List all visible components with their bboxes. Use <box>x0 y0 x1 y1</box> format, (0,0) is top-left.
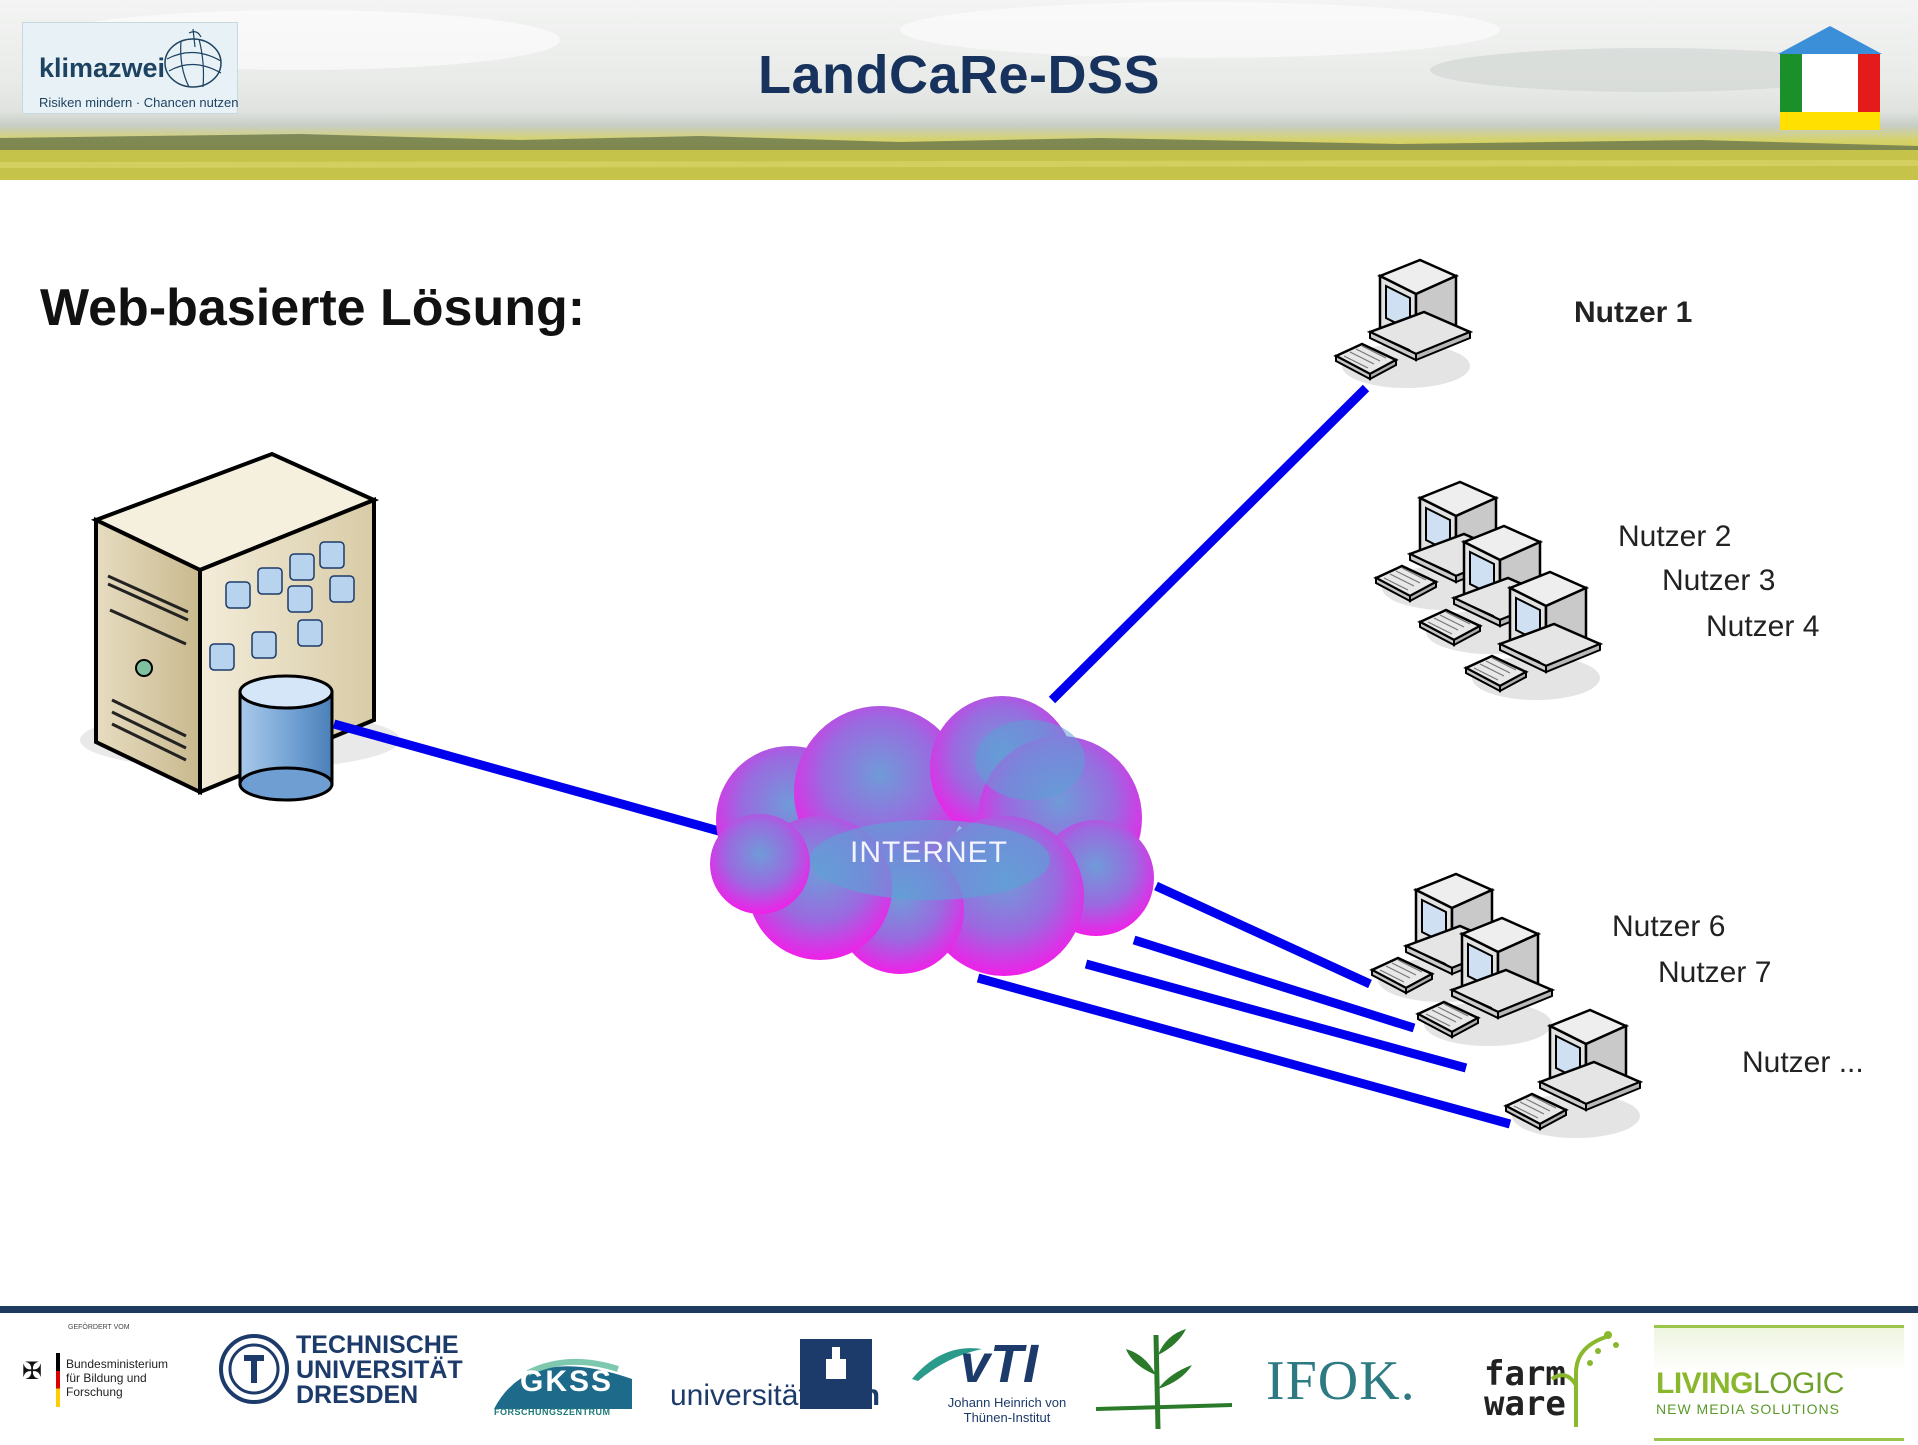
livinglogic-logo-living: LIVING <box>1656 1367 1754 1400</box>
farmware-logo-text: farm ware <box>1484 1354 1566 1424</box>
link-server <box>332 719 746 843</box>
tud-logo-icon <box>219 1334 289 1404</box>
vti-logo-subtitle: Johann Heinrich von Thünen-Institut <box>947 1395 1067 1425</box>
bmbf-logo-text: Bundesministerium für Bildung und Forsch… <box>66 1357 169 1399</box>
vti-swoosh-icon <box>912 1348 982 1381</box>
user-label-4: Nutzer 4 <box>1706 610 1820 643</box>
page-header-title: LandCaRe-DSS <box>757 45 1161 105</box>
link-user-1 <box>1048 384 1370 704</box>
header-banner: klimazwei Risiken mindern · Chancen nutz… <box>0 0 1918 180</box>
globe-icon <box>164 28 222 88</box>
zalf-plant-logo-icon <box>1096 1329 1232 1430</box>
ifok-logo-text: IFOK. <box>1266 1350 1416 1412</box>
internet-label: INTERNET <box>850 836 1008 869</box>
link-user-6 <box>1154 881 1372 989</box>
gkss-logo-text: GKSS <box>520 1365 614 1398</box>
user-label-2: Nutzer 2 <box>1618 520 1732 553</box>
klimazwei-logo: klimazwei Risiken mindern · Chancen nutz… <box>22 22 238 114</box>
server-icon <box>80 451 400 802</box>
gkss-logo-subtitle: FORSCHUNGSZENTRUM <box>494 1407 611 1417</box>
livinglogic-logo-subtitle: NEW MEDIA SOLUTIONS <box>1656 1401 1840 1417</box>
german-flag-icon <box>56 1353 60 1407</box>
sprout-icon <box>1550 1331 1619 1427</box>
livinglogic-logo-logic: LOGIC <box>1753 1367 1844 1400</box>
gkss-logo-icon <box>494 1358 632 1409</box>
user-label-3: Nutzer 3 <box>1662 564 1776 597</box>
user-label-1: Nutzer 1 <box>1574 296 1693 329</box>
bonn-building-icon <box>800 1339 872 1409</box>
user-label-more: Nutzer ... <box>1742 1046 1864 1079</box>
sponsor-footer: GEFÖRDERT VOM ✠ Bundesministerium für Bi… <box>0 1306 1918 1445</box>
user-label-6: Nutzer 6 <box>1612 910 1726 943</box>
vti-logo-text: vTI <box>960 1334 1039 1394</box>
network-diagram <box>80 258 1642 1140</box>
landscape-background <box>0 2 1918 180</box>
network-links <box>332 384 1512 1129</box>
link-user-9 <box>976 973 1512 1129</box>
computer-icon-user-1 <box>1334 258 1472 390</box>
link-user-8 <box>1084 959 1468 1073</box>
bonn-logo-prefix: universität <box>670 1379 807 1412</box>
klimazwei-logo-tagline: Risiken mindern · Chancen nutzen <box>39 95 239 110</box>
slide-title: Web-basierte Lösung: <box>40 279 586 337</box>
livinglogic-logo-text: LIVINGLOGIC <box>1656 1367 1844 1401</box>
link-user-7 <box>1132 935 1416 1033</box>
eagle-icon: ✠ <box>22 1358 43 1385</box>
bmbf-caption: GEFÖRDERT VOM <box>68 1324 130 1331</box>
internet-cloud-icon <box>710 696 1154 976</box>
user-label-7: Nutzer 7 <box>1658 956 1772 989</box>
klimazwei-logo-name: klimazwei <box>39 53 166 83</box>
house-logo-icon <box>1778 26 1882 130</box>
tud-logo-text: TECHNISCHE UNIVERSITÄT DRESDEN <box>296 1331 463 1409</box>
